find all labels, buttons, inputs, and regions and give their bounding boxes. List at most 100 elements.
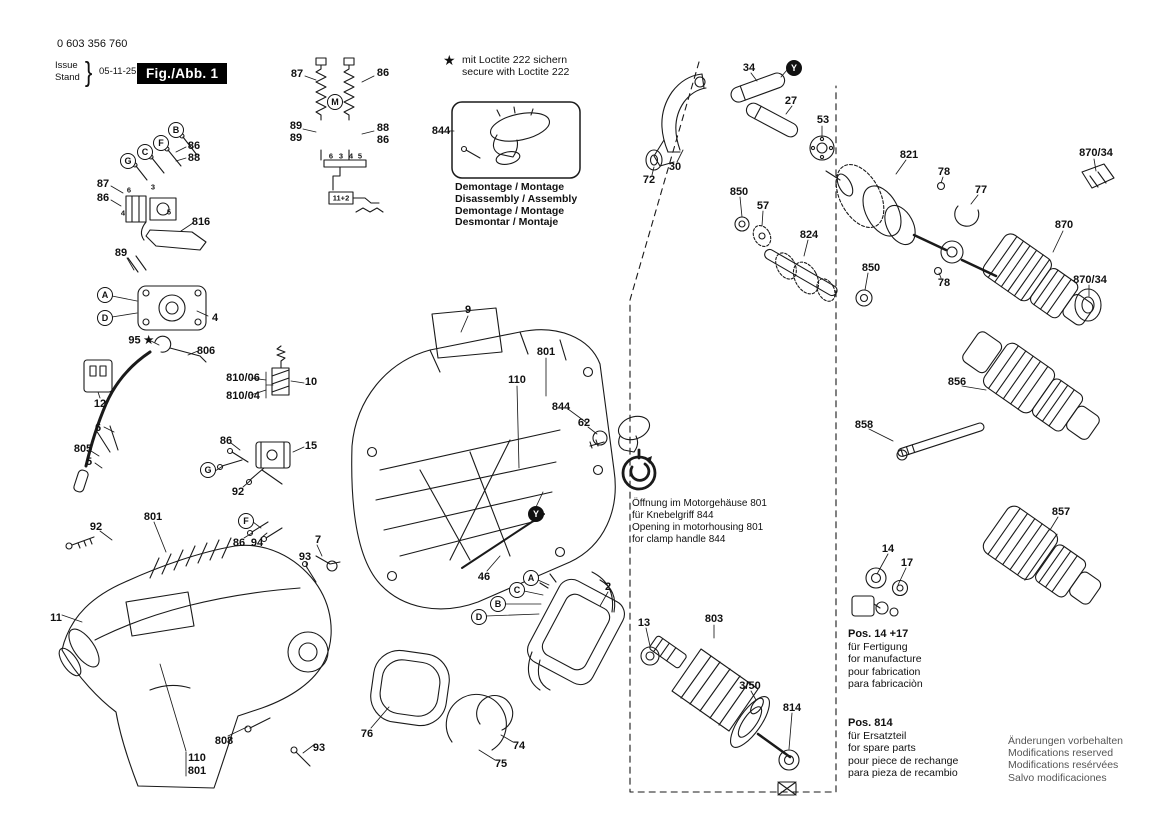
part-label-3-50: 3/50 (739, 680, 761, 692)
section-boundary-dashed (629, 61, 837, 793)
text-line: Modifications resérvées (1008, 759, 1119, 772)
text-line: pour piece de rechange (848, 754, 959, 767)
part-label-110: 110 (188, 752, 206, 764)
clamp-handle-inset (451, 101, 581, 179)
part-label-92: 92 (89, 521, 103, 533)
part-label-858: 858 (854, 419, 874, 431)
part-label-856: 856 (947, 376, 967, 388)
brush-wiring-diagram (315, 57, 384, 213)
part-label-870-34: 870/34 (1079, 147, 1113, 159)
part-label-801: 801 (143, 511, 163, 523)
text-line: Modifications reserved (1008, 747, 1114, 760)
brush-holder-assembly-left (73, 133, 207, 493)
pos-14-17-title: Pos. 14 +17 (848, 628, 909, 640)
small-label-3: 3 (338, 151, 344, 161)
part-label-850: 850 (729, 186, 749, 198)
part-label-844: 844 (431, 125, 451, 137)
armature (640, 635, 800, 796)
part-label-110: 110 (508, 374, 526, 386)
part-label-805: 805 (73, 443, 93, 455)
part-label-870: 870 (1054, 219, 1074, 231)
part-label-810-06: 810/06 (226, 372, 260, 384)
part-label-86: 86 (219, 435, 233, 447)
small-label-6: 6 (126, 185, 132, 195)
part-label-2: 2 (604, 581, 612, 593)
small-label-3: 3 (150, 182, 156, 192)
part-label-87: 87 (290, 68, 304, 80)
gear-train (645, 72, 998, 307)
part-label-5: 5 (85, 456, 93, 468)
text-line: Demontage / Montage (455, 181, 565, 193)
callout-b: B (490, 596, 506, 612)
part-label-816: 816 (191, 216, 211, 228)
part-label-94: 94 (250, 537, 264, 549)
issue-label: Issue (55, 60, 78, 71)
part-label-824: 824 (799, 229, 819, 241)
text-line: für Fertigung (848, 641, 908, 654)
callout-g: G (200, 462, 216, 478)
text-line: for spare parts (848, 742, 916, 755)
text-line: Öffnung im Motorgehäuse 801 (632, 498, 767, 509)
part-label-14: 14 (881, 543, 895, 555)
callout-m: M (327, 94, 343, 110)
part-label-89: 89 (289, 132, 303, 144)
drill-housing (58, 536, 514, 789)
part-label-89: 89 (114, 247, 128, 259)
part-label-7: 7 (314, 534, 322, 546)
text-line: Desmontar / Montaje (455, 216, 559, 229)
part-label-46: 46 (477, 571, 491, 583)
text-line: secure with Loctite 222 (462, 66, 570, 79)
leader-lines (61, 69, 1097, 777)
callout-f: F (153, 135, 169, 151)
part-label-34: 34 (742, 62, 756, 74)
issue-date: 05-11-25 (99, 66, 137, 77)
part-label-78: 78 (937, 166, 951, 178)
figure-badge: Fig./Abb. 1 (137, 63, 228, 84)
part-label-801: 801 (536, 346, 556, 358)
small-label-6: 6 (328, 151, 334, 161)
callout-d: D (471, 609, 487, 625)
document-part-number: 0 603 356 760 (57, 38, 128, 50)
callout-d: D (97, 310, 113, 326)
part-label-72: 72 (642, 174, 656, 186)
part-label-78: 78 (937, 277, 951, 289)
text-line: pour fabrication (848, 665, 921, 678)
part-label-803: 803 (704, 613, 724, 625)
part-label-10: 10 (304, 376, 318, 388)
part-label-88: 88 (376, 122, 390, 134)
text-line: Disassembly / Assembly (455, 192, 578, 205)
callout-g: G (120, 153, 136, 169)
part-label-9: 9 (464, 304, 472, 316)
callout-c: C (509, 582, 525, 598)
part-label-15: 15 (304, 440, 318, 452)
callout-b: B (168, 122, 184, 138)
callout-a: A (97, 287, 113, 303)
part-label-93: 93 (312, 742, 326, 754)
callout-f: F (238, 513, 254, 529)
text-line: for clamp handle 844 (632, 534, 726, 545)
part-label-17: 17 (900, 557, 914, 569)
text-line: für Knebelgriff 844 (632, 510, 714, 521)
washer-858 (896, 449, 908, 461)
small-label-5: 5 (357, 151, 363, 161)
small-label-4: 4 (120, 208, 126, 218)
part-label-844: 844 (551, 401, 571, 413)
text-line: para pieza de recambio (848, 766, 958, 779)
text-line: Salvo modificaciones (1008, 771, 1107, 784)
part-label-86: 86 (187, 140, 201, 152)
part-label-86: 86 (96, 192, 110, 204)
part-label-11: 11 (50, 612, 62, 624)
text-line: mit Loctite 222 sichern (462, 54, 568, 66)
small-label-4: 4 (348, 151, 354, 161)
chuck-856 (962, 331, 1100, 440)
part-label-86: 86 (376, 134, 390, 146)
part-label-77: 77 (974, 184, 988, 196)
